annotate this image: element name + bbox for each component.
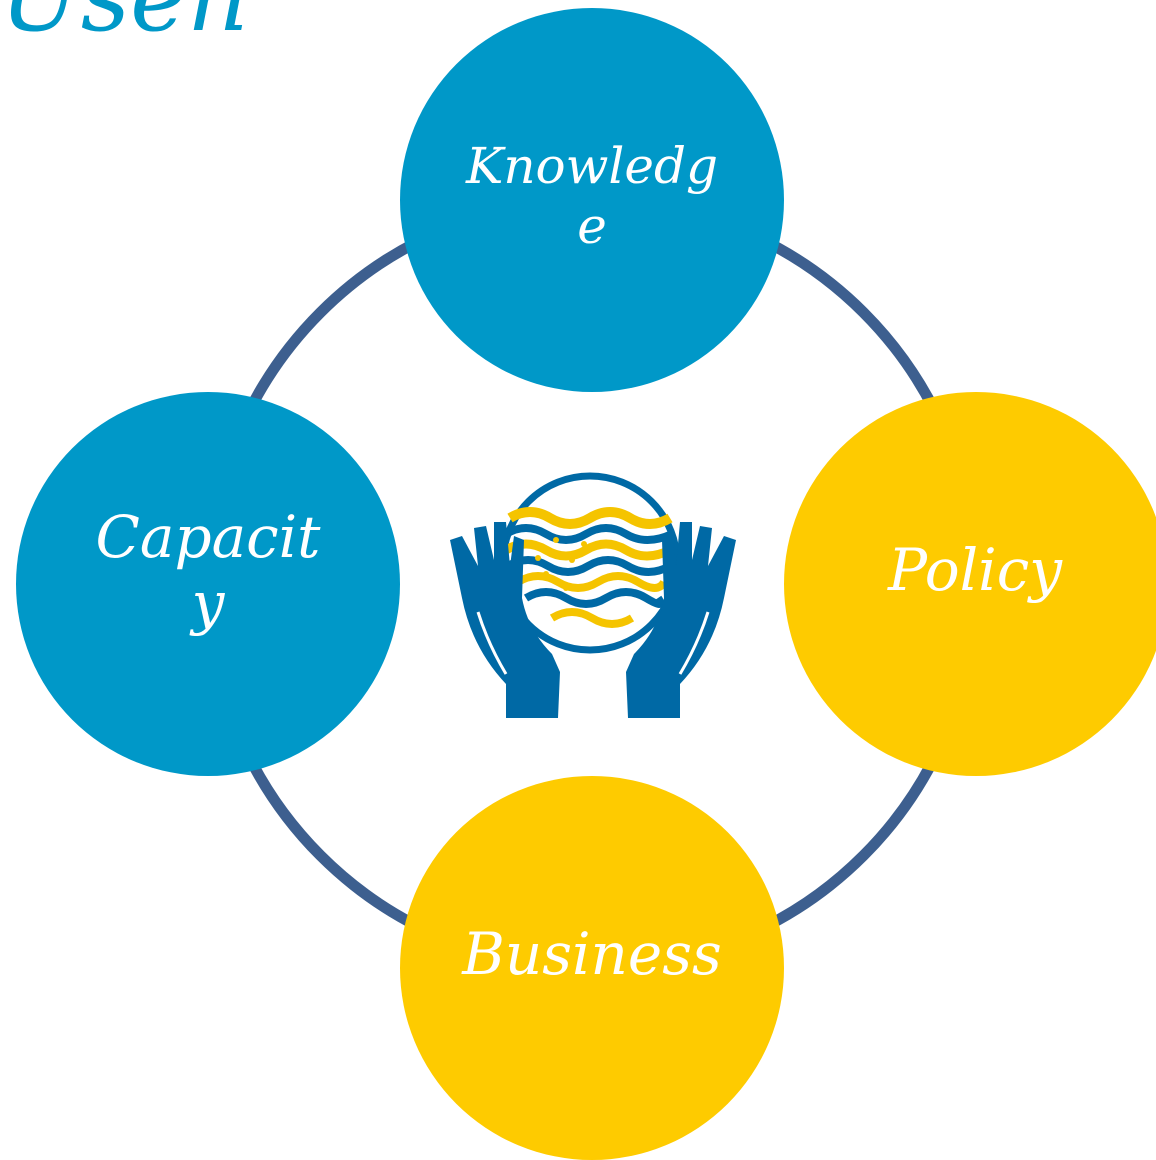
page-title: Usen	[0, 0, 249, 52]
knowledge-node: Knowledge	[400, 8, 784, 392]
policy-node: Policy	[784, 392, 1156, 776]
capacity-node: Capacity	[16, 392, 400, 776]
business-label: Business	[462, 920, 722, 988]
hands-holding-globe-icon	[450, 472, 736, 718]
policy-label: Policy	[888, 536, 1062, 604]
business-node: Business	[400, 776, 784, 1160]
knowledge-label: Knowledge	[465, 137, 719, 255]
capacity-label: Capacity	[95, 503, 321, 637]
